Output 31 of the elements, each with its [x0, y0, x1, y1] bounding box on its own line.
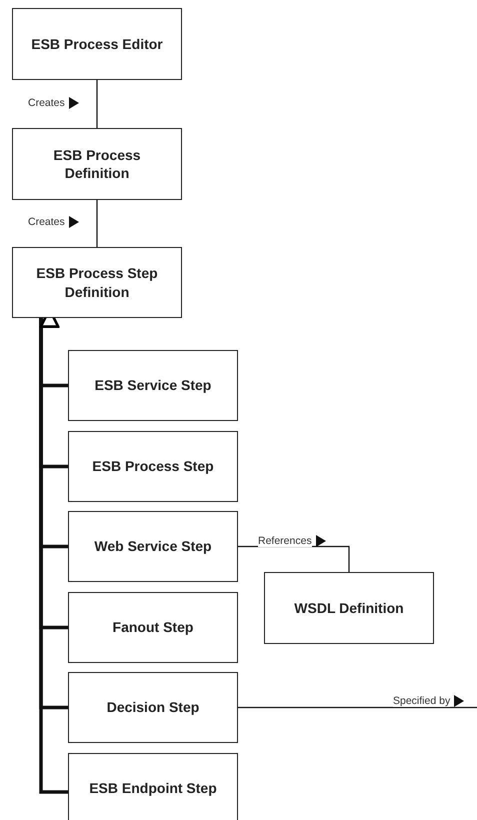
box-label: Fanout Step — [112, 618, 194, 637]
process-box — [12, 247, 182, 318]
process-box — [68, 431, 238, 502]
process-box — [68, 753, 238, 820]
edge-label: Specified by — [393, 695, 450, 707]
box-label: WSDL Definition — [294, 598, 404, 618]
direction-arrow-icon — [454, 695, 464, 707]
box-label: ESB Process Step Definition — [35, 264, 159, 301]
edge-label: Creates — [28, 216, 65, 228]
connector-line — [96, 80, 98, 128]
process-box — [12, 128, 182, 200]
box-label: ESB Service Step — [94, 376, 212, 395]
edge-label: References — [258, 535, 312, 547]
box-label: Decision Step — [106, 698, 200, 717]
process-box — [68, 592, 238, 663]
edge-label: Creates — [28, 97, 65, 109]
box-label: ESB Process Step — [92, 457, 214, 476]
box-label: ESB Process Editor — [31, 34, 163, 54]
process-box — [264, 572, 434, 644]
box-label: Web Service Step — [94, 537, 212, 556]
connector-line — [238, 706, 477, 708]
box-label: ESB Process Definition — [52, 146, 142, 182]
direction-arrow-icon — [316, 535, 326, 547]
direction-arrow-icon — [68, 97, 79, 109]
direction-arrow-icon — [68, 216, 79, 228]
connector-line — [96, 200, 98, 247]
box-label: ESB Endpoint Step — [89, 778, 217, 798]
process-box — [68, 511, 238, 582]
process-box — [12, 8, 182, 80]
process-box — [68, 350, 238, 421]
process-box — [68, 672, 238, 743]
